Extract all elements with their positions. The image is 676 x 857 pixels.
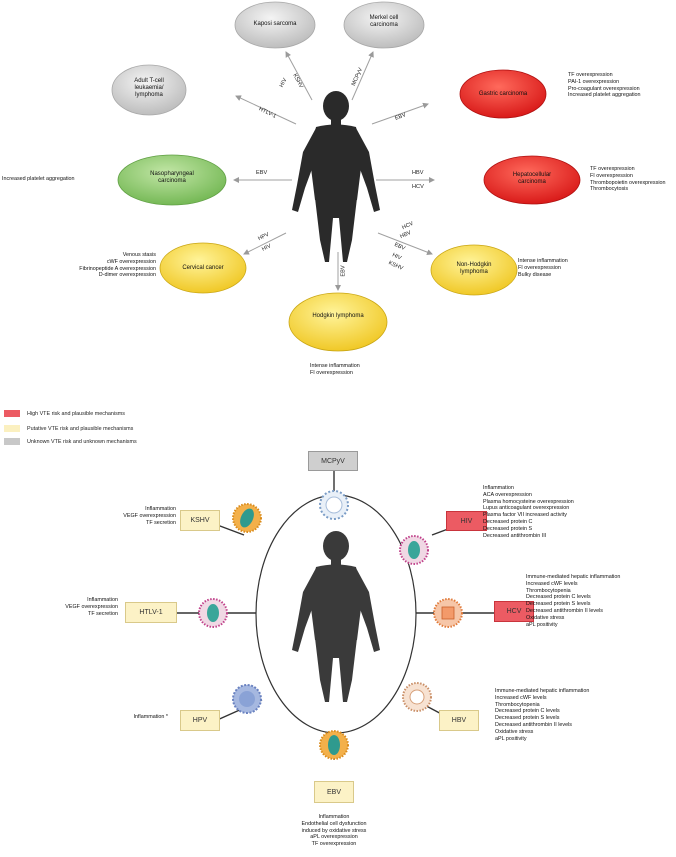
hpv-virus-icon bbox=[232, 684, 262, 714]
htlv-virus-icon bbox=[198, 598, 228, 628]
kshv-mechanisms: Inflammation VEGF overexpression TF secr… bbox=[123, 506, 176, 526]
virus-box-htlv: HTLV-1 bbox=[125, 602, 177, 623]
virus-box-hpv: HPV bbox=[180, 710, 220, 731]
top-diagram bbox=[111, 1, 581, 352]
arrow-merkel bbox=[351, 51, 374, 101]
merkel-label: Merkel cell carcinoma bbox=[369, 15, 399, 28]
human-silhouette-icon-bottom bbox=[292, 531, 380, 702]
arrow-cervical bbox=[243, 232, 287, 255]
hcv-mechanisms: Immune-mediated hepatic inflammation Inc… bbox=[526, 574, 621, 628]
human-silhouette-icon bbox=[292, 91, 380, 262]
hcv-virus-icon bbox=[433, 598, 463, 628]
virus-box-mcpyv: MCPyV bbox=[308, 451, 358, 471]
cervical-label: Cervical cancer bbox=[182, 265, 224, 271]
kaposi-ellipse bbox=[234, 1, 316, 49]
hodgkin-ellipse bbox=[288, 292, 388, 352]
virus-label-hbv-hepato: HBV bbox=[412, 170, 424, 176]
nhl-label: Non-Hodgkin lymphoma bbox=[456, 262, 492, 275]
virus-box-hiv: HIV bbox=[446, 511, 487, 531]
nhl-mechanisms: Intense inflammation FI overexpression B… bbox=[518, 258, 568, 278]
kaposi-label: Kaposi sarcoma bbox=[253, 21, 297, 27]
hepato-mechanisms: TF overexpression FI overexpression Thro… bbox=[590, 166, 666, 193]
bottom-diagram bbox=[177, 470, 495, 760]
virus-box-ebv: EBV bbox=[314, 781, 354, 803]
ebv-virus-icon bbox=[319, 730, 349, 760]
virus-label-hcv-hepato: HCV bbox=[412, 184, 424, 190]
kshv-virus-icon bbox=[232, 503, 262, 533]
hepato-label: Hepatocellular carcinoma bbox=[512, 172, 552, 185]
arrow-kaposi bbox=[285, 51, 313, 101]
ebv-mechanisms: Inflammation Endothelial cell dysfunctio… bbox=[301, 814, 367, 848]
legend-swatch-unknown bbox=[4, 438, 20, 445]
arrow-atll bbox=[235, 95, 297, 125]
naso-ellipse bbox=[117, 154, 227, 206]
hiv-virus-icon bbox=[399, 535, 429, 565]
hepato-ellipse bbox=[483, 155, 581, 205]
virus-box-hbv: HBV bbox=[439, 710, 479, 731]
hodgkin-mechanisms: Intense inflammation FI overexpression bbox=[310, 363, 360, 376]
gastric-mechanisms: TF overexpression PAI-1 overexpression P… bbox=[568, 72, 641, 99]
virus-box-kshv: KSHV bbox=[180, 510, 220, 531]
atll-label: Adult T-cell leukaemia/ lymphoma bbox=[134, 78, 164, 98]
hbv-mechanisms: Immune-mediated hepatic inflammation Inc… bbox=[495, 688, 590, 742]
virus-label-ebv-hodgkin: EBV bbox=[340, 265, 347, 277]
nhl-ellipse bbox=[430, 244, 518, 296]
legend-swatch-putative bbox=[4, 425, 20, 432]
naso-label: Nasopharyngeal carcinoma bbox=[150, 171, 194, 184]
cervical-mechanisms: Venous stasis cWF overexpression Fibrino… bbox=[79, 252, 156, 279]
arrow-nhl bbox=[377, 232, 433, 255]
legend-swatch-high bbox=[4, 410, 20, 417]
hiv-mechanisms: Inflammation ACA overexpression Plasma h… bbox=[483, 485, 574, 539]
hpv-mechanisms: Inflammation * bbox=[133, 714, 168, 720]
legend-item-unknown: Unknown VTE risk and unknown mechanisms bbox=[4, 437, 137, 446]
virus-label-ebv-naso: EBV bbox=[256, 170, 268, 176]
hodgkin-label: Hodgkin lymphoma bbox=[312, 313, 364, 319]
arrow-gastric bbox=[371, 102, 429, 125]
atll-ellipse bbox=[111, 64, 187, 116]
gastric-ellipse bbox=[459, 69, 547, 119]
virus-box-hcv: HCV bbox=[494, 601, 534, 622]
legend-item-high: High VTE risk and plausible mechanisms bbox=[4, 409, 125, 418]
legend-item-putative: Putative VTE risk and plausible mechanis… bbox=[4, 424, 133, 433]
gastric-label: Gastric carcinoma bbox=[478, 91, 528, 97]
merkel-ellipse bbox=[343, 1, 425, 49]
cervical-ellipse bbox=[159, 242, 247, 294]
naso-mechanisms: Increased platelet aggregation bbox=[2, 176, 75, 182]
mcpyv-virus-icon bbox=[319, 490, 349, 520]
hbv-virus-icon bbox=[402, 682, 432, 712]
htlv-mechanisms: Inflammation VEGF overexpression TF secr… bbox=[65, 597, 118, 617]
